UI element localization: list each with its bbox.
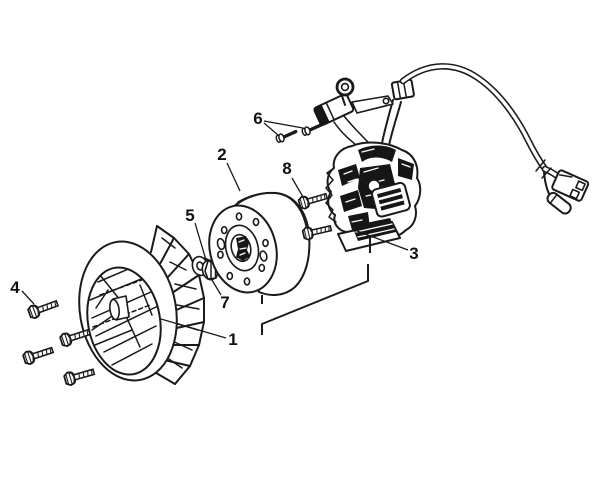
stator-assembly — [313, 77, 422, 252]
stator-coils — [338, 145, 414, 230]
bracket-line — [261, 264, 369, 335]
harness-wire-core — [401, 64, 547, 171]
pickup-screw-group — [273, 120, 326, 145]
rectifier-block — [371, 181, 411, 218]
callout-7: 7 — [220, 293, 229, 312]
callout-4: 4 — [10, 278, 20, 297]
leader-lines — [21, 120, 409, 339]
leader-6b — [263, 120, 304, 129]
wire-terminal — [546, 191, 572, 215]
callout-labels: 1 2 3 4 5 6 7 8 — [10, 109, 418, 349]
wire-connector — [551, 169, 590, 202]
harness-tube — [380, 99, 402, 151]
pickup-coil-line — [325, 101, 335, 121]
leader-2 — [226, 162, 241, 192]
pickup-coil — [313, 77, 394, 126]
cooling-fan — [78, 225, 205, 385]
flange-bolt — [21, 342, 56, 367]
rotor — [208, 191, 311, 296]
callout-6: 6 — [253, 109, 262, 128]
flange-bolt — [62, 364, 97, 388]
leader-7 — [211, 279, 222, 296]
group-bracket — [261, 236, 371, 335]
callout-3: 3 — [409, 244, 418, 263]
callout-1: 1 — [228, 330, 237, 349]
pickup-coil-band — [313, 104, 330, 126]
callout-8: 8 — [282, 159, 291, 178]
leader-1 — [160, 318, 227, 339]
leader-4 — [21, 290, 35, 305]
fan-hub-cylinder — [109, 295, 130, 321]
eyelet-hole — [340, 82, 350, 92]
stator-pole-teeth — [325, 167, 337, 223]
leader-8 — [291, 177, 304, 198]
eyelet-stem — [341, 95, 346, 106]
rotor-face-holes — [216, 212, 269, 286]
pickup-bracket-hole — [382, 97, 390, 105]
callout-5: 5 — [185, 206, 194, 225]
rotor-spline-ticks — [238, 239, 247, 256]
leader-3 — [356, 230, 409, 251]
leader-5 — [194, 222, 207, 261]
callout-2: 2 — [217, 145, 226, 164]
fan-interior — [89, 263, 161, 366]
harness-wire-outline — [399, 63, 549, 173]
leader-6a — [263, 122, 279, 136]
rotor-bolt — [297, 189, 330, 211]
pickup-screw — [273, 127, 300, 145]
wire-harness — [399, 63, 590, 215]
fan-fin-edge — [156, 225, 205, 385]
flange-bolt — [26, 296, 61, 321]
rotor-rim-line — [237, 192, 309, 239]
stator-base-grid-lines — [355, 223, 395, 238]
